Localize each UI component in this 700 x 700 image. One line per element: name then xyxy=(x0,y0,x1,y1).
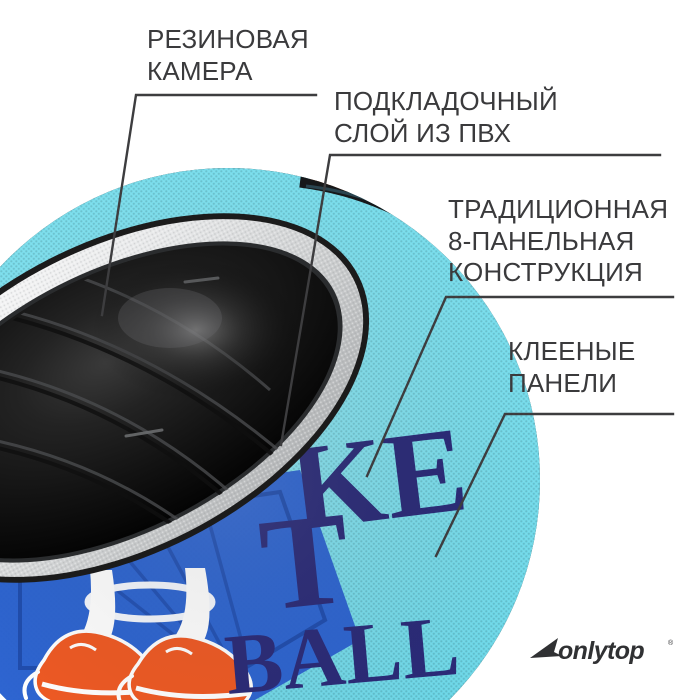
callout-label-eight-panel-construction: ТРАДИЦИОННАЯ 8-ПАНЕЛЬНАЯ КОНСТРУКЦИЯ xyxy=(448,194,669,288)
brand-logo-onlytop: onlytop ® xyxy=(530,637,674,665)
callout-label-rubber-bladder: РЕЗИНОВАЯ КАМЕРА xyxy=(147,24,309,86)
callout-label-pvc-lining-layer: ПОДКЛАДОЧНЫЙ СЛОЙ ИЗ ПВХ xyxy=(334,86,558,148)
arrow-chevron-mark-icon xyxy=(530,638,562,658)
callout-label-glued-panels: КЛЕЕНЫЕ ПАНЕЛИ xyxy=(508,336,636,398)
trademark-symbol: ® xyxy=(668,639,674,647)
rubber-bladder xyxy=(0,241,343,588)
brand-wordmark: onlytop xyxy=(558,637,644,665)
